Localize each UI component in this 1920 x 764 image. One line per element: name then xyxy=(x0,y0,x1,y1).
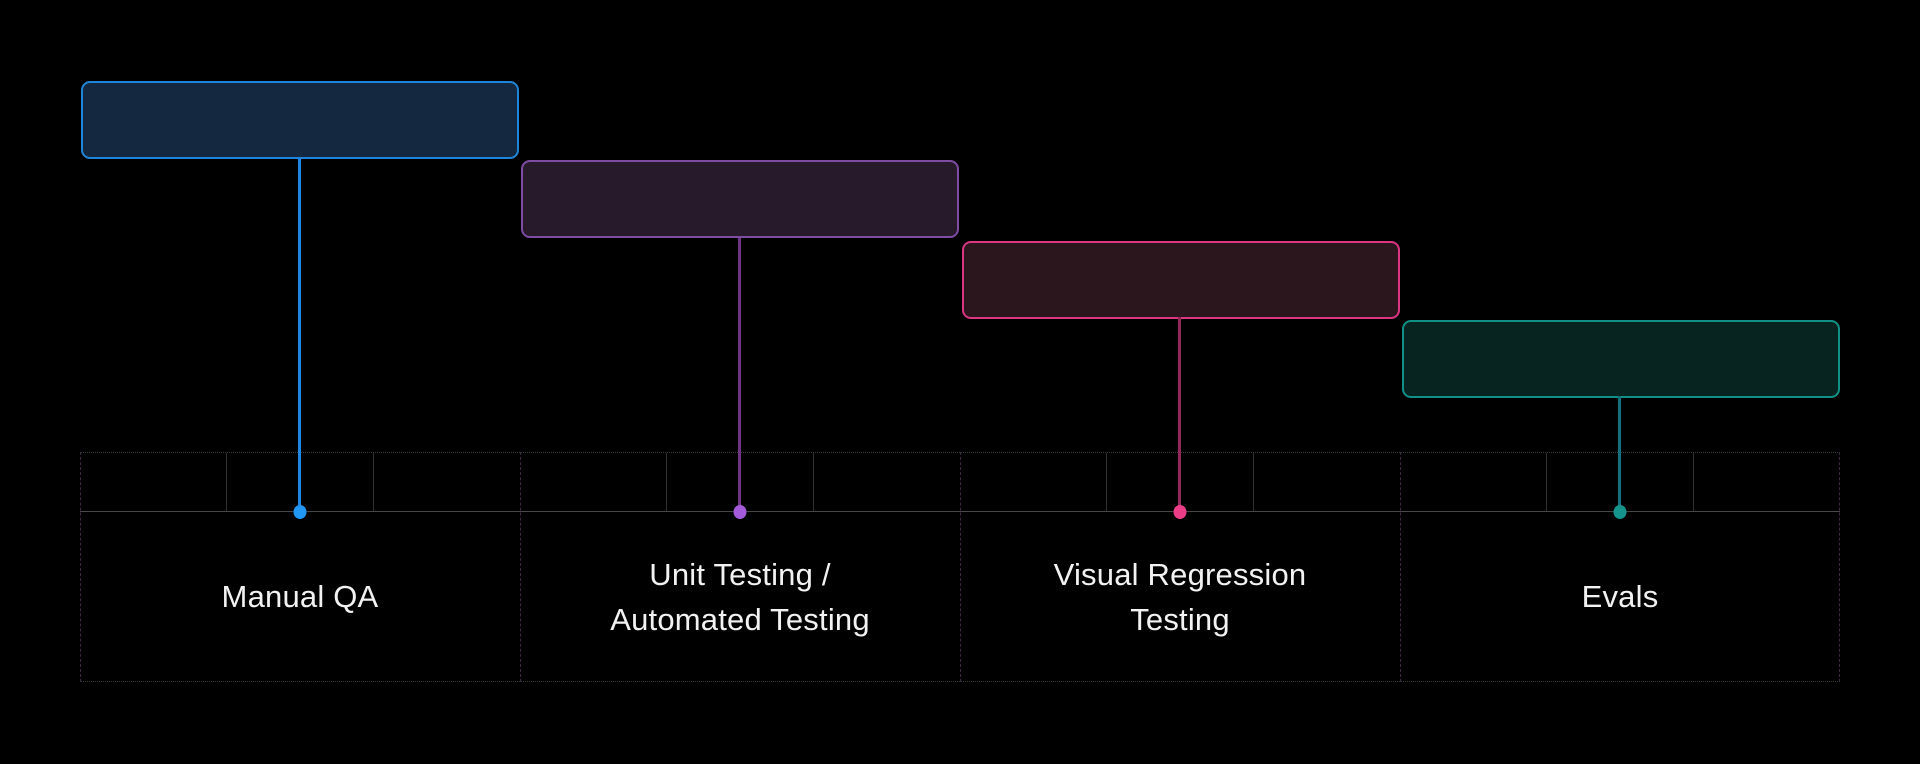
section-divider xyxy=(1400,452,1401,682)
grid-header-cell xyxy=(814,453,960,511)
grid-header-cell xyxy=(227,453,374,511)
timeline-dot-manual-qa xyxy=(293,505,307,519)
section-divider xyxy=(960,452,961,682)
stage-box-manual-qa xyxy=(81,81,519,159)
grid-header-cell xyxy=(374,453,520,511)
grid-header-cell xyxy=(80,453,227,511)
timeline-dot-visual-regression xyxy=(1173,505,1187,519)
stage-label-evals: Evals xyxy=(1581,579,1659,614)
grid-header-cell xyxy=(520,453,667,511)
section-divider xyxy=(1839,452,1840,682)
grid-header-cell xyxy=(1254,453,1400,511)
timeline-dot-unit-testing xyxy=(733,505,747,519)
grid-header-cell xyxy=(960,453,1107,511)
stage-label-visual-regression: Visual Regression Testing xyxy=(1053,556,1307,637)
connector-line-evals xyxy=(1618,396,1621,512)
stage-label-manual-qa: Manual QA xyxy=(221,579,379,614)
stage-box-visual-regression xyxy=(962,241,1400,319)
timeline-dot-evals xyxy=(1613,505,1627,519)
grid-header-cell xyxy=(1547,453,1694,511)
stage-box-unit-testing xyxy=(521,160,959,238)
grid-label-row: Manual QA Unit Testing / Automated Testi… xyxy=(80,512,1840,682)
stage-box-evals xyxy=(1402,320,1840,398)
grid-header-cell xyxy=(1107,453,1254,511)
connector-line-visual-regression xyxy=(1178,317,1181,512)
timeline-grid: Manual QA Unit Testing / Automated Testi… xyxy=(80,452,1840,682)
section-divider xyxy=(80,452,81,682)
connector-line-unit-testing xyxy=(738,238,741,512)
section-divider xyxy=(520,452,521,682)
grid-header-cell xyxy=(1400,453,1547,511)
grid-header-cell xyxy=(667,453,814,511)
connector-line-manual-qa xyxy=(298,157,301,512)
stage-label-unit-testing: Unit Testing / Automated Testing xyxy=(610,556,870,637)
grid-header-cell xyxy=(1694,453,1840,511)
